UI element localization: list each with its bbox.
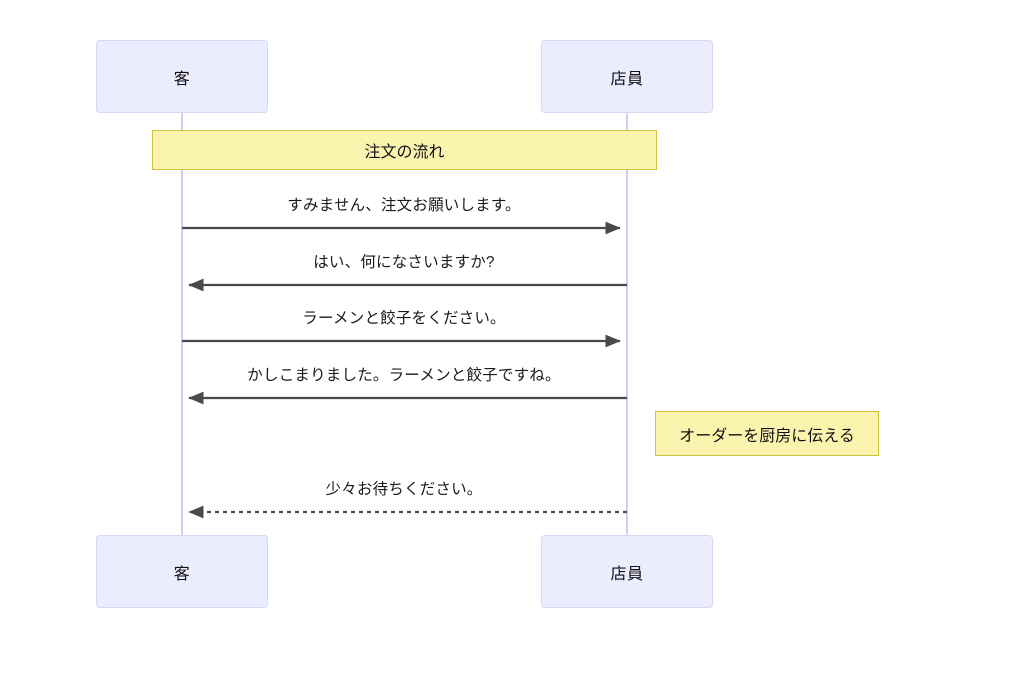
message-label-5: 少々お待ちください。: [325, 481, 483, 498]
message-label-3: ラーメンと餃子をください。: [302, 310, 506, 327]
diagram-title-label: 注文の流れ: [364, 144, 445, 161]
note-label-kitchen-order: オーダーを厨房に伝える: [679, 427, 855, 445]
participant-label-customer-top: 客: [173, 70, 191, 88]
participant-box-customer-top[interactable]: 客: [96, 40, 268, 113]
participant-box-clerk-bottom[interactable]: 店員: [541, 535, 713, 608]
note-box-kitchen-order[interactable]: オーダーを厨房に伝える: [655, 411, 879, 456]
participant-box-clerk-top[interactable]: 店員: [541, 40, 713, 113]
message-label-1: すみません、注文お願いします。: [287, 197, 521, 214]
message-label-4: かしこまりました。ラーメンと餃子ですね。: [247, 367, 561, 384]
message-label-2: はい、何になさいますか?: [313, 254, 495, 271]
diagram-title-banner: 注文の流れ: [152, 130, 657, 170]
participant-label-customer-bottom: 客: [173, 565, 191, 583]
participant-label-clerk-top: 店員: [610, 70, 644, 88]
participant-label-clerk-bottom: 店員: [610, 565, 644, 583]
participant-box-customer-bottom[interactable]: 客: [96, 535, 268, 608]
